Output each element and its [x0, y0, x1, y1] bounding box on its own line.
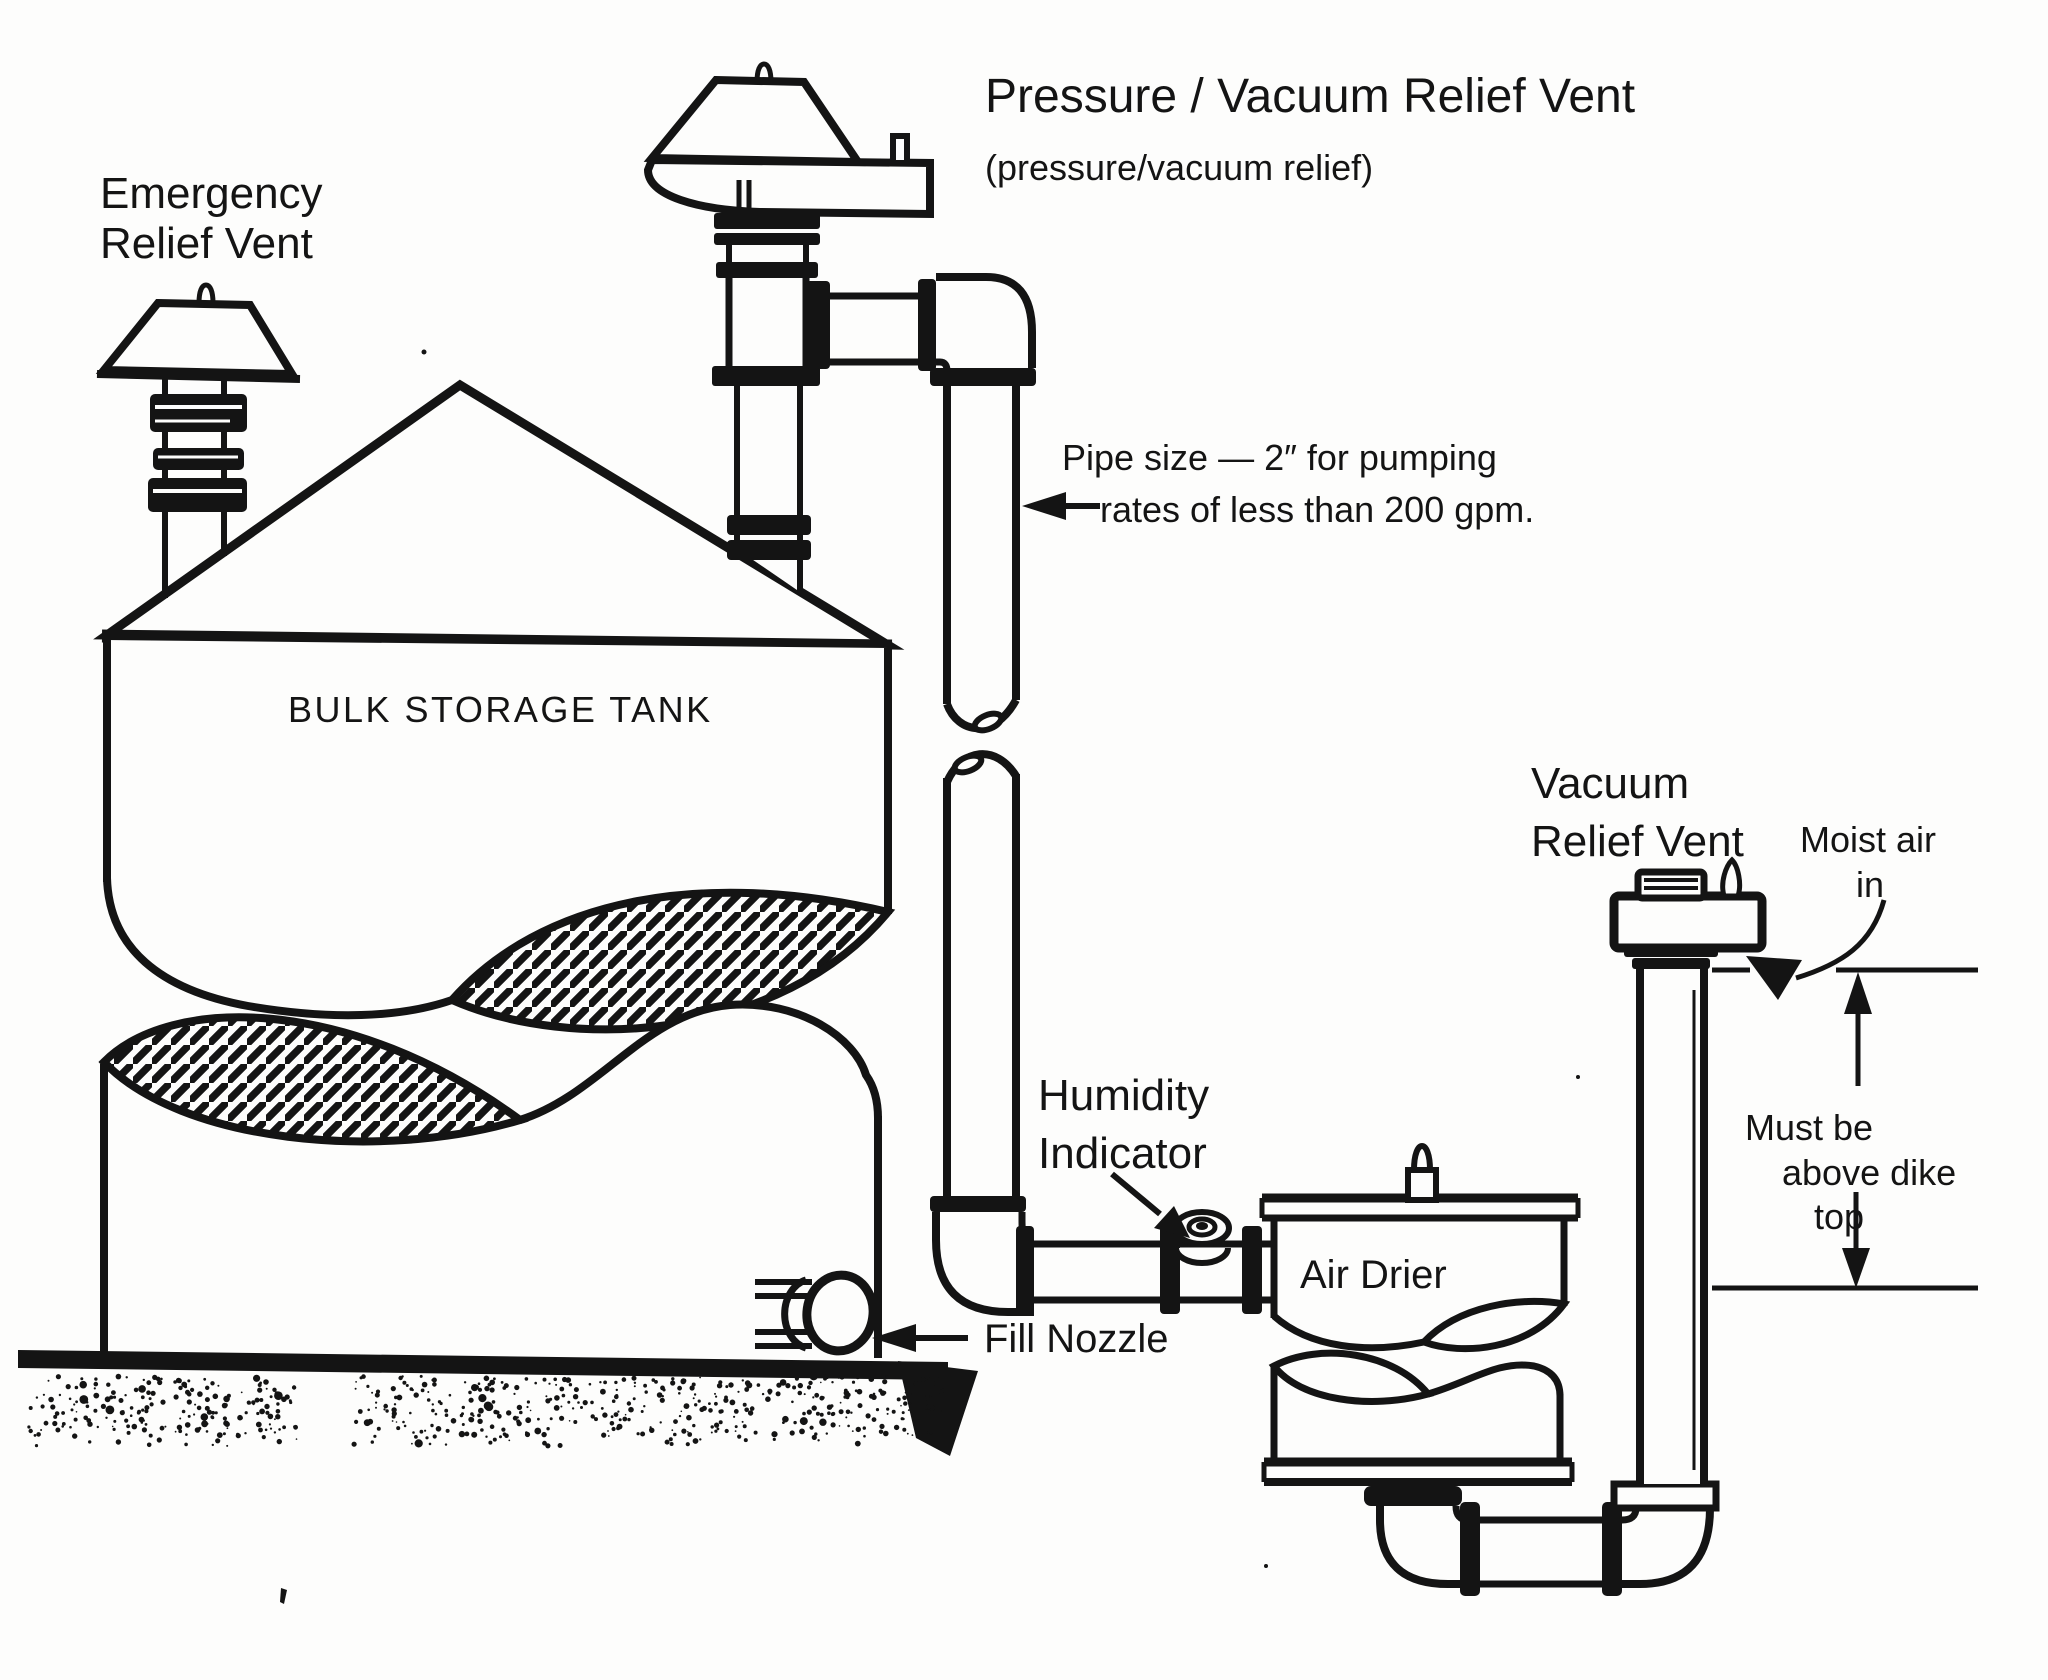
fill-nozzle — [755, 1270, 878, 1356]
pv-vent-body — [643, 155, 934, 219]
pv-tee-and-elbow — [806, 273, 1036, 386]
pv-vent-subtitle: (pressure/vacuum relief) — [985, 147, 1373, 188]
riser-bottom-elbow — [930, 1196, 1035, 1316]
humidity-indicator-device — [1172, 1209, 1232, 1266]
dim-arrow-up — [1844, 972, 1872, 1014]
ground-bar-end-wedge — [898, 1361, 978, 1456]
vacuum-vent-finial — [1720, 856, 1743, 899]
pv-vent-cap — [643, 75, 866, 167]
ground — [18, 1350, 978, 1456]
tank-upper-break-lens — [445, 888, 896, 1034]
dike-label-2: above dike — [1782, 1152, 1956, 1193]
pipe-size-arrow — [1022, 492, 1100, 520]
humidity-label-1: Humidity — [1038, 1071, 1209, 1120]
riser-pipe — [930, 386, 1276, 1316]
drier-lower-break-curve — [1427, 1361, 1564, 1398]
print-speck — [1576, 1075, 1580, 1079]
dike-label-1: Must be — [1745, 1107, 1873, 1148]
air-drier: Air Drier — [1259, 1142, 1581, 1486]
pv-pipe-through-roof — [727, 386, 811, 594]
vent-cap-lip — [96, 370, 301, 383]
vacuum-relief-vent — [1609, 856, 1767, 1484]
drier-outlet-piping — [1364, 1480, 1720, 1596]
tank-lower-break-curve — [518, 1000, 882, 1124]
ground-bar — [18, 1350, 948, 1380]
fill-nozzle-cylinder — [802, 1270, 878, 1356]
pv-vent-stub — [890, 133, 910, 166]
horizontal-run — [1016, 1209, 1276, 1314]
pv-vent-title: Pressure / Vacuum Relief Vent — [985, 70, 1635, 123]
vacuum-vent-label-2: Relief Vent — [1531, 817, 1744, 866]
ground-stipple — [27, 1372, 946, 1449]
print-speck — [421, 349, 427, 355]
tank-top-edge — [101, 629, 893, 653]
dim-arrow-down — [1842, 1248, 1870, 1288]
pipe-size-label-2: rates of less than 200 gpm. — [1100, 489, 1534, 530]
emergency-relief-vent — [95, 282, 301, 598]
moist-air-label-1: Moist air — [1800, 819, 1936, 860]
vent-cap — [95, 298, 300, 379]
bulk-storage-tank: BULK STORAGE TANK — [93, 379, 905, 1358]
vent-knob — [196, 282, 216, 306]
dike-dimension — [1712, 967, 1978, 1291]
vacuum-vent-label-1: Vacuum — [1531, 759, 1689, 808]
pressure-vacuum-relief-vent-assembly — [643, 61, 1036, 594]
humidity-arrow — [1110, 1171, 1190, 1238]
tank-upper-break-curve — [103, 877, 454, 1020]
moist-air-arrow — [1746, 899, 1887, 1000]
air-drier-label: Air Drier — [1300, 1253, 1447, 1297]
vacuum-vent-cap-top — [1634, 868, 1708, 902]
drier-valve — [1405, 1142, 1439, 1203]
pv-flange-stack — [712, 213, 820, 386]
fill-nozzle-arrow — [872, 1324, 968, 1352]
tank-lower-break-lens — [98, 1013, 529, 1146]
vent-flange-stack — [148, 394, 247, 512]
emergency-vent-label-1: Emergency — [100, 169, 323, 218]
dike-label-3: top — [1814, 1196, 1864, 1237]
tank-label: BULK STORAGE TANK — [288, 689, 713, 730]
print-speck — [1264, 1564, 1268, 1568]
emergency-vent-label-2: Relief Vent — [100, 219, 313, 268]
drier-upper-break-lens — [1417, 1297, 1571, 1353]
fill-nozzle-label: Fill Nozzle — [984, 1317, 1168, 1361]
humidity-label-2: Indicator — [1038, 1129, 1207, 1178]
print-speck — [280, 1588, 287, 1604]
vacuum-vent-cap — [1609, 891, 1767, 953]
drier-upper-break-curve — [1271, 1313, 1425, 1352]
pipe-size-label-1: Pipe size — 2″ for pumping — [1062, 437, 1497, 478]
moist-air-label-2: in — [1856, 864, 1884, 905]
